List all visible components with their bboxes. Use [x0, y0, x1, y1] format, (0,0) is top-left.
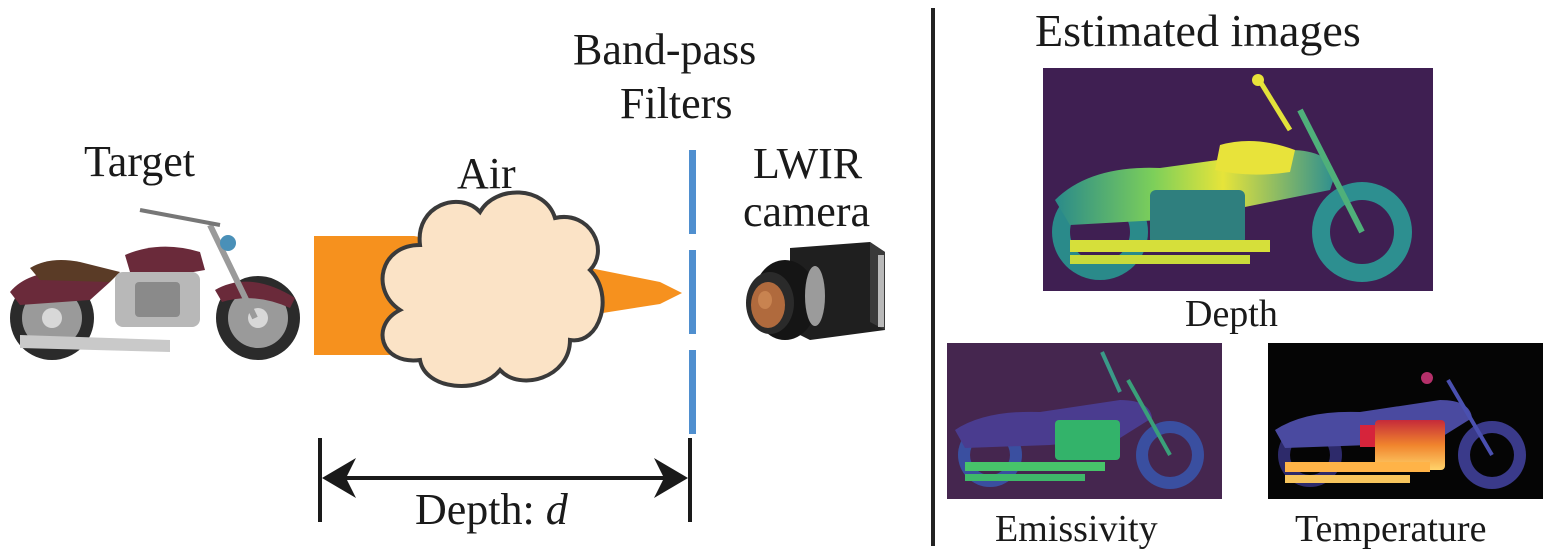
temperature-caption: Temperature	[1295, 508, 1487, 550]
lwir-camera-icon	[746, 242, 885, 340]
target-label: Target	[84, 137, 195, 186]
depth-caption: Depth	[1185, 293, 1278, 335]
bandpass-label-line2: Filters	[620, 79, 733, 128]
depth-dimension-prefix: Depth:	[415, 485, 546, 534]
depth-dimension	[318, 438, 692, 522]
air-cloud	[380, 190, 605, 388]
depth-dimension-label: Depth: d	[415, 488, 568, 532]
temperature-image	[1268, 343, 1543, 499]
bandpass-filters	[689, 150, 696, 434]
camera-label-line1: LWIR	[753, 139, 863, 188]
emissivity-caption: Emissivity	[995, 508, 1158, 550]
camera-label-line2: camera	[743, 187, 870, 236]
estimated-images-title: Estimated images	[1035, 5, 1361, 56]
motorcycle-icon	[10, 208, 300, 360]
emissivity-image	[947, 343, 1222, 499]
bandpass-label-line1: Band-pass	[573, 25, 757, 74]
depth-image	[1043, 68, 1433, 291]
depth-dimension-symbol: d	[545, 485, 568, 534]
air-label: Air	[457, 149, 516, 198]
